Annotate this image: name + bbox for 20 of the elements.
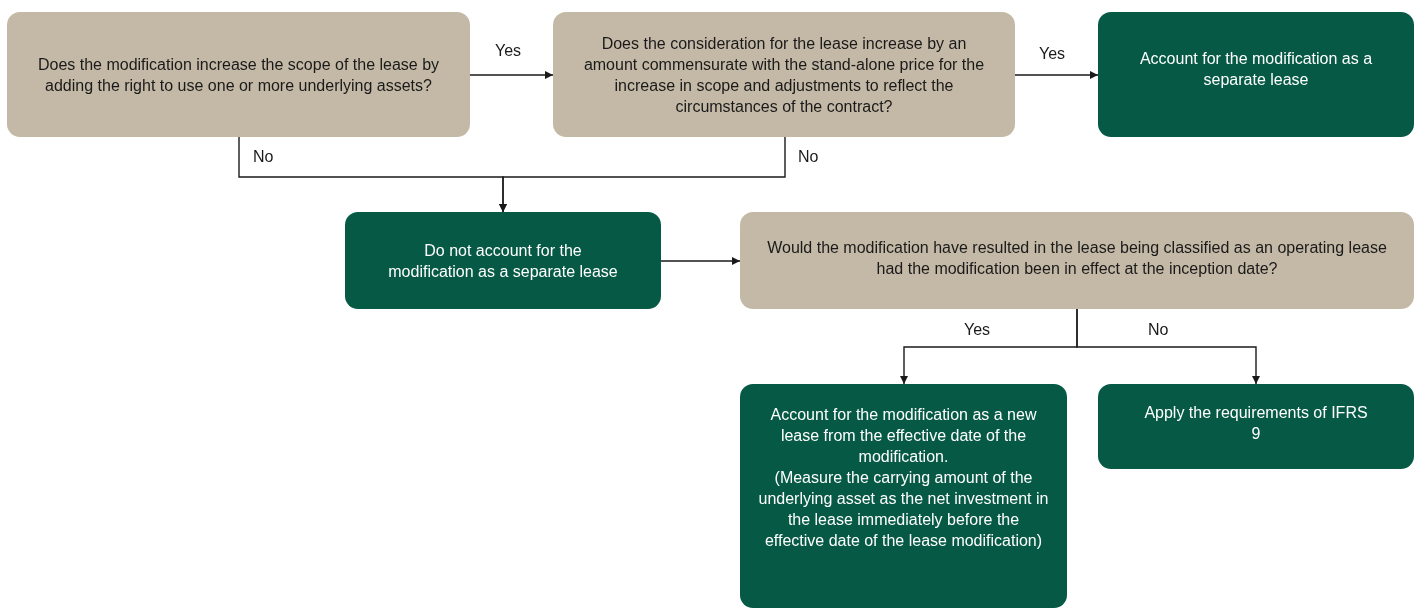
arrow (1076, 308, 1260, 385)
node-text: Would the modification have resulted in the lease being classified as an operating lease had the modification been in effect at the inception date? (766, 237, 1388, 279)
decision-box (553, 12, 1015, 137)
outcome-box (345, 212, 661, 309)
outcome-box (740, 384, 1067, 608)
decision-box (7, 12, 470, 137)
node-text: Account for the modification as a separate lease (1138, 48, 1374, 90)
node-text: Account for the modification as a new lease from the effective date of the modification. (769, 405, 1038, 467)
outcome-box (1098, 12, 1414, 137)
node-text: Do not account for the modification as a separate lease (387, 240, 619, 282)
decision-box (740, 212, 1414, 309)
node-note: (Measure the carrying amount of the underlying asset as the net investment in the lease immediately before the effective date of the lease modification) (758, 468, 1049, 551)
node-text: Apply the requirements of IFRS 9 (1143, 403, 1369, 444)
outcome-box (1098, 384, 1414, 469)
node-text: Does the modification increase the scope of the lease by adding the right to use one or more underlying assets? (36, 54, 441, 96)
node-text: Does the consideration for the lease increase by an amount commensurate with the stand-alone price for the increase in scope and adjustments to reflect the circumstances of the contract? (582, 33, 986, 117)
arrow (499, 136, 786, 213)
arrow (469, 71, 554, 79)
arrow (1014, 71, 1099, 79)
arrow (660, 257, 741, 265)
